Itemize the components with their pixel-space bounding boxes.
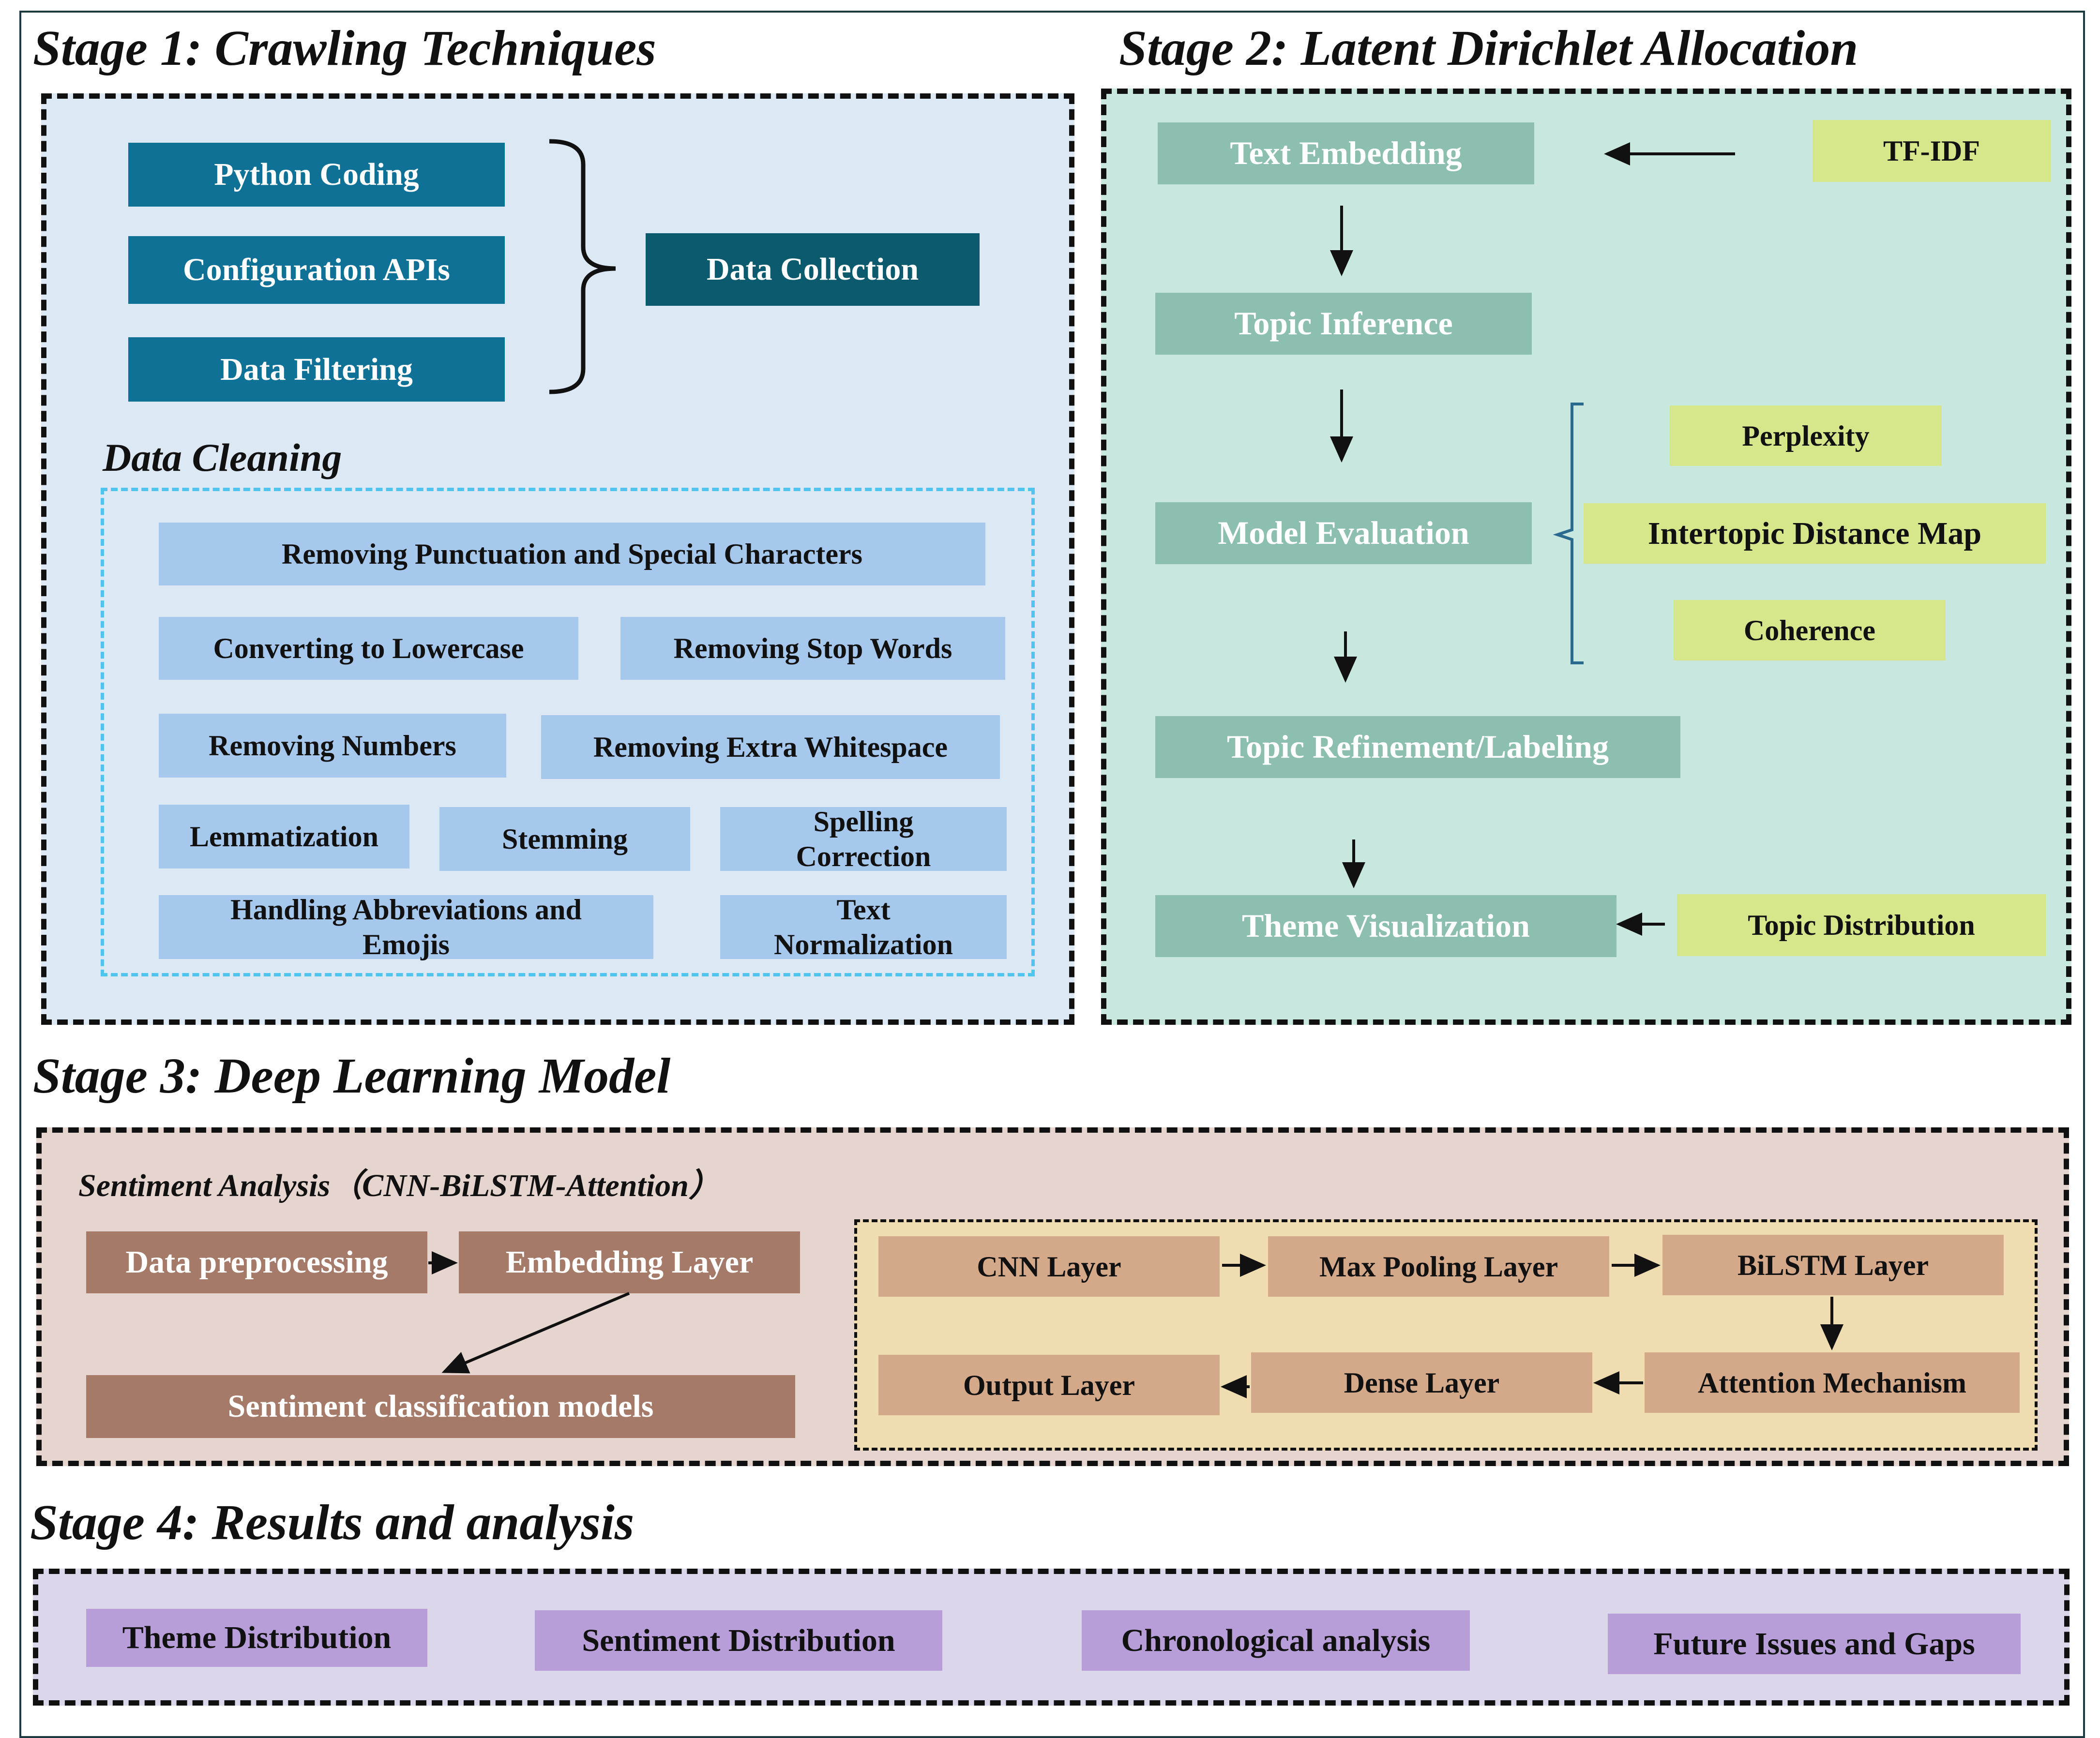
perplexity-box: Perplexity xyxy=(1670,405,1942,466)
clean-stemming-box: Stemming xyxy=(439,807,690,871)
data-filtering-box: Data Filtering xyxy=(128,337,505,402)
stage2-title: Stage 2: Latent Dirichlet Allocation xyxy=(1119,20,1858,76)
bilstm-layer-box: BiLSTM Layer xyxy=(1662,1235,2004,1295)
max-pooling-layer-box: Max Pooling Layer xyxy=(1268,1236,1609,1297)
chronological-analysis-box: Chronological analysis xyxy=(1082,1610,1470,1671)
topic-refinement-box: Topic Refinement/Labeling xyxy=(1155,716,1680,778)
future-issues-box: Future Issues and Gaps xyxy=(1608,1614,2021,1674)
stage4-title: Stage 4: Results and analysis xyxy=(30,1495,635,1550)
clean-lowercase-box: Converting to Lowercase xyxy=(159,617,578,680)
attention-mechanism-box: Attention Mechanism xyxy=(1645,1352,2020,1413)
clean-normalization-box: Text Normalization xyxy=(720,894,1007,960)
python-coding-box: Python Coding xyxy=(128,143,505,207)
sentiment-analysis-label: Sentiment Analysis（CNN-BiLSTM-Attention） xyxy=(78,1168,721,1203)
outer-frame xyxy=(19,11,2085,1738)
data-preprocessing-box: Data preprocessing xyxy=(86,1231,427,1293)
dense-layer-box: Dense Layer xyxy=(1251,1352,1592,1413)
text-embedding-box: Text Embedding xyxy=(1158,122,1534,184)
clean-stopwords-box: Removing Stop Words xyxy=(620,617,1005,680)
cnn-layer-box: CNN Layer xyxy=(878,1236,1220,1297)
theme-visualization-box: Theme Visualization xyxy=(1155,895,1617,957)
clean-lemmatization-box: Lemmatization xyxy=(159,805,409,869)
arrow-embedding-to-classification xyxy=(441,1292,630,1374)
evaluation-bracket xyxy=(1553,403,1584,664)
stage1-title: Stage 1: Crawling Techniques xyxy=(33,20,656,76)
output-layer-box: Output Layer xyxy=(878,1355,1220,1415)
theme-distribution-box: Theme Distribution xyxy=(86,1609,427,1667)
embedding-layer-box: Embedding Layer xyxy=(459,1231,800,1293)
stage1-brace xyxy=(549,139,616,394)
clean-whitespace-box: Removing Extra Whitespace xyxy=(541,715,1000,779)
clean-numbers-box: Removing Numbers xyxy=(159,714,506,778)
model-evaluation-box: Model Evaluation xyxy=(1155,502,1532,564)
coherence-box: Coherence xyxy=(1674,600,1946,660)
intertopic-distance-map-box: Intertopic Distance Map xyxy=(1584,503,2046,564)
stage3-title: Stage 3: Deep Learning Model xyxy=(33,1048,671,1104)
sentiment-classification-box: Sentiment classification models xyxy=(86,1375,795,1438)
clean-spelling-box: Spelling Correction xyxy=(720,806,1007,872)
data-cleaning-panel xyxy=(101,488,1035,976)
clean-punctuation-box: Removing Punctuation and Special Charact… xyxy=(159,523,985,585)
topic-distribution-box: Topic Distribution xyxy=(1677,894,2046,956)
configuration-apis-box: Configuration APIs xyxy=(128,236,505,304)
data-cleaning-label: Data Cleaning xyxy=(103,435,342,479)
data-collection-box: Data Collection xyxy=(646,233,980,306)
topic-inference-box: Topic Inference xyxy=(1155,293,1532,355)
tfidf-box: TF-IDF xyxy=(1813,120,2051,182)
sentiment-distribution-box: Sentiment Distribution xyxy=(535,1610,942,1671)
clean-abbreviations-box: Handling Abbreviations and Emojis xyxy=(159,894,653,960)
